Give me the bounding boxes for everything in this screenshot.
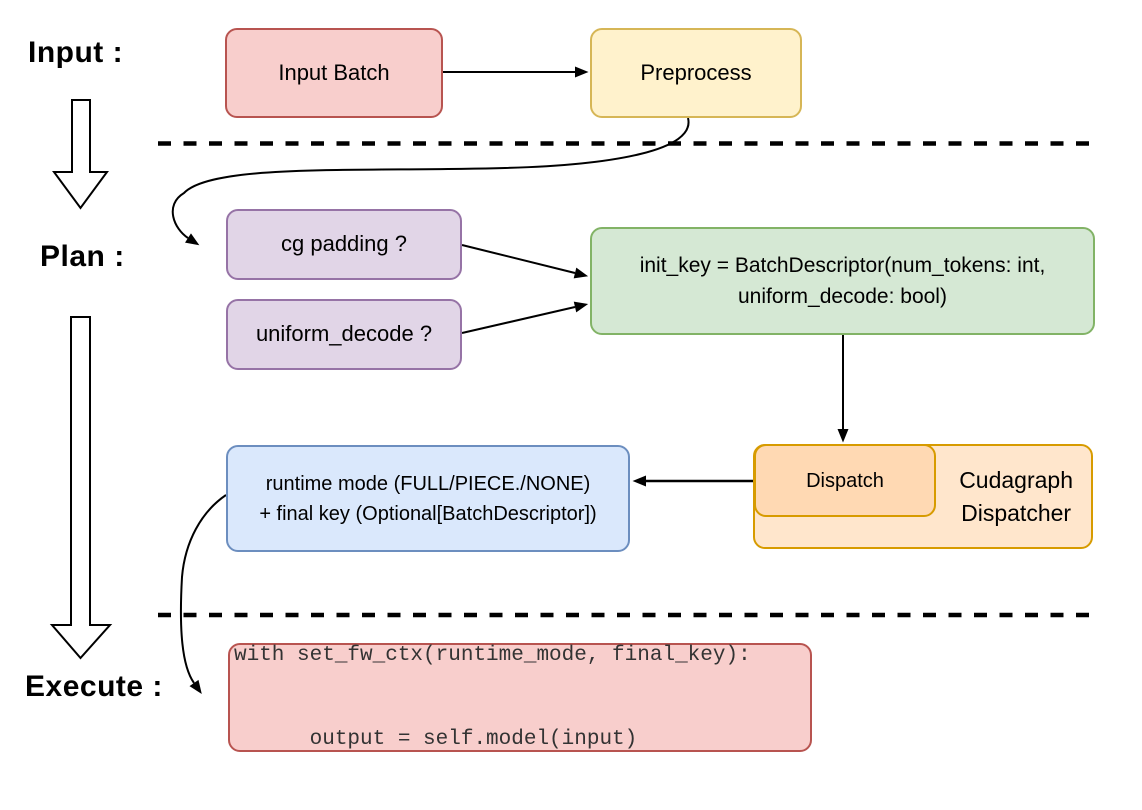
node-runtime-mode: runtime mode (FULL/PIECE./NONE) + final … [226, 445, 630, 552]
node-preprocess-label: Preprocess [640, 59, 752, 85]
node-init-key-line2: uniform_decode: bool) [738, 285, 947, 308]
stage-label-input: Input : [28, 36, 124, 69]
connector-layer [49, 66, 1097, 695]
node-cg-padding: cg padding ? [226, 209, 462, 280]
node-cudagraph-dispatcher-line2: Dispatcher [961, 499, 1072, 526]
edge-cgpadding-to-initkey [461, 244, 589, 279]
node-input-batch-label: Input Batch [278, 59, 390, 85]
node-uniform-decode-label: uniform_decode ? [255, 321, 433, 347]
execute-code-line2: output = self.model(input) [234, 727, 638, 751]
node-runtime-mode-line2: + final key (Optional[BatchDescriptor]) [259, 502, 597, 525]
diagram-canvas: Input : Plan : Execute : Input Batch Pre… [25, 28, 1097, 752]
input-to-plan-arrow [52, 99, 109, 210]
execute-code-line1: with set_fw_ctx(runtime_mode, final_key)… [234, 643, 751, 667]
edge-runtimemode-to-execute [179, 494, 227, 695]
stage-label-plan: Plan : [40, 240, 125, 273]
node-execute-code: with set_fw_ctx(runtime_mode, final_key)… [228, 643, 812, 752]
node-init-key-line1: init_key = BatchDescriptor(num_tokens: i… [639, 254, 1046, 277]
node-dispatch: Dispatch [754, 444, 936, 517]
node-uniform-decode: uniform_decode ? [226, 299, 462, 370]
node-init-key: init_key = BatchDescriptor(num_tokens: i… [590, 227, 1095, 335]
node-cg-padding-label: cg padding ? [281, 231, 407, 257]
node-dispatch-label: Dispatch [806, 469, 884, 492]
edge-preprocess-to-cgpadding [171, 117, 690, 246]
node-runtime-mode-line1: runtime mode (FULL/PIECE./NONE) [265, 472, 591, 495]
edge-uniformdecode-to-initkey [461, 301, 589, 334]
stage-label-execute: Execute : [25, 670, 163, 703]
node-input-batch: Input Batch [225, 28, 443, 118]
plan-to-execute-arrow [49, 316, 113, 660]
node-cudagraph-dispatcher-line1: Cudagraph [959, 466, 1073, 493]
node-preprocess: Preprocess [590, 28, 802, 118]
